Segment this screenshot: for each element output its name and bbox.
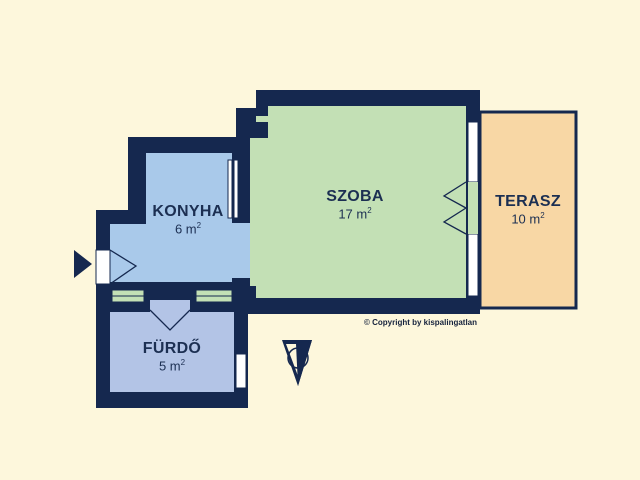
kitchen-left-wall [128,137,146,224]
kitchen-room-opening [232,223,250,278]
terasz-area: 10 m2 [511,211,545,227]
konyha-name: KONYHA [152,203,224,220]
terrace-window-lower [467,233,479,297]
entrance-arrow-icon [74,250,92,278]
konyha-area: 6 m2 [174,221,202,237]
north-compass-icon [282,340,312,386]
bath-bottom-wall [96,392,248,408]
szoba-area: 17 m2 [338,206,372,222]
copyright-notice: © Copyright by kispalingatlan [364,318,478,327]
entrance-door [95,249,138,285]
szoba-bottom-wall [238,298,480,314]
furdo-floor [110,312,234,392]
terasz-label: TERASZ 10 m2 [482,193,574,228]
bathroom-door [149,300,191,331]
szoba-floor [250,106,466,298]
szoba-notch-fill [250,116,268,138]
furdo-label: FÜRDŐ 5 m2 [124,340,220,375]
furdo-area: 5 m2 [158,358,186,374]
room-window-left [233,159,239,219]
terasz-name: TERASZ [495,193,561,210]
konyha-floor [110,153,232,282]
konyha-label: KONYHA 6 m2 [140,203,236,238]
terrace-window-upper [467,121,479,183]
entry-left-wall [96,210,110,408]
kitchen-window [227,159,233,219]
kitchen-top-wall [128,137,238,153]
szoba-name: SZOBA [326,188,384,205]
szoba-label: SZOBA 17 m2 [300,188,410,223]
szoba-notch [236,108,268,138]
furdo-name: FÜRDŐ [142,340,202,357]
szoba-top-wall [256,90,480,106]
terrace-door [442,181,478,235]
bathroom-window [235,353,247,389]
terasz-floor [478,110,578,310]
